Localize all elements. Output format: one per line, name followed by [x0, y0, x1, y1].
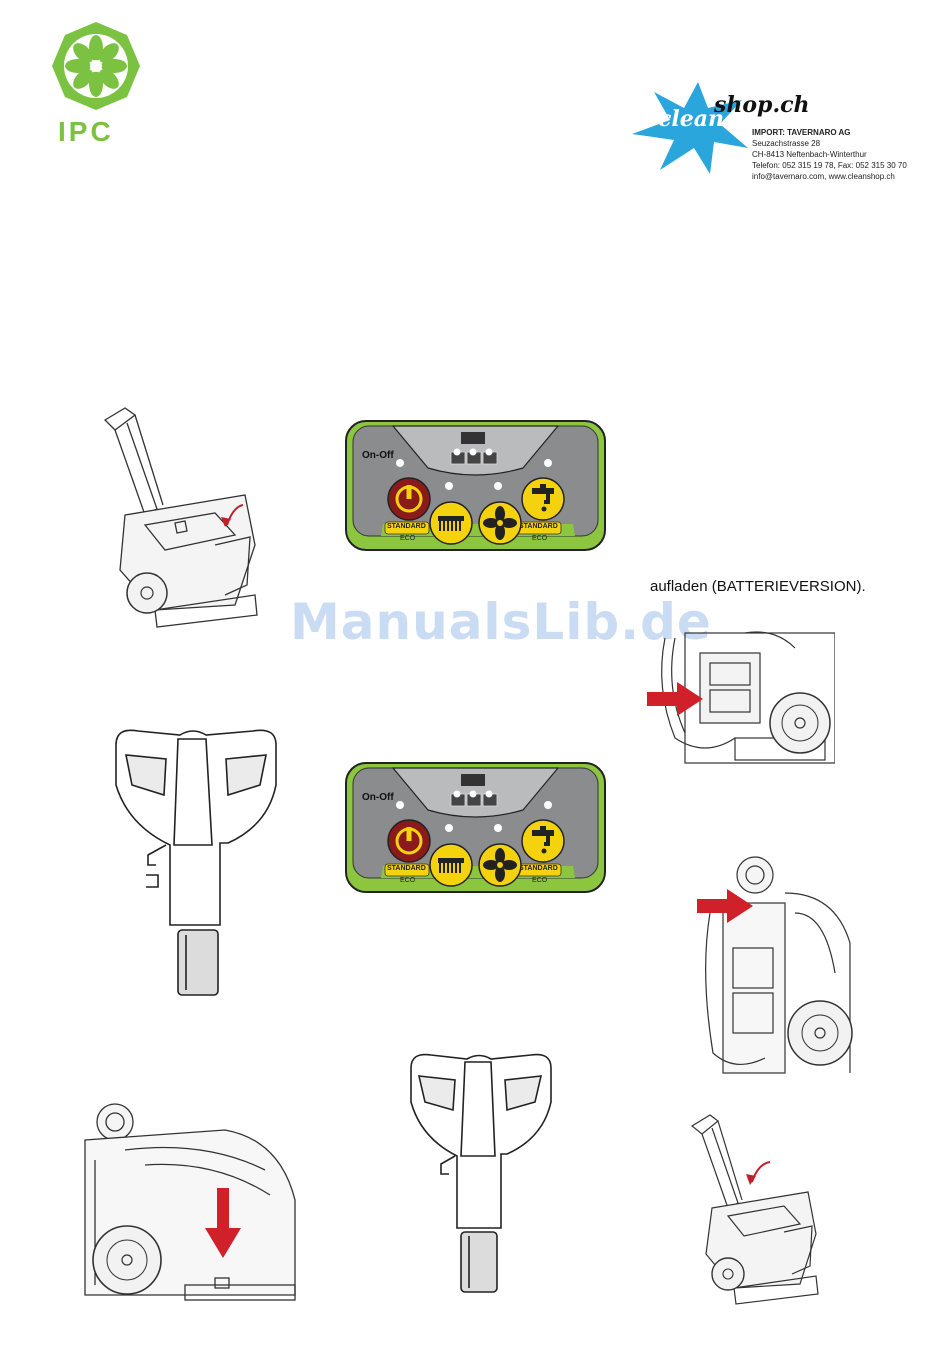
eco-label-right: ECO: [532, 535, 547, 542]
control-panel-bottom: On-Off STANDARD ECO STANDARD ECO: [343, 760, 608, 895]
vacuum-fan-button[interactable]: [477, 500, 523, 546]
brush-button[interactable]: [428, 842, 474, 888]
standard-label-left: STANDARD: [387, 865, 426, 872]
cleanshop-logo: clean shop.ch IMPORT: TAVERNARO AG Seuza…: [630, 78, 910, 188]
cleanshop-brand-shop: shop.ch: [714, 92, 810, 118]
scrubber-machine-illustration: [686, 1112, 826, 1312]
vacuum-fan-button[interactable]: [477, 842, 523, 888]
standard-label-left: STANDARD: [387, 523, 426, 530]
ipc-logo: IPC: [46, 18, 146, 148]
water-tap-button[interactable]: [520, 818, 566, 864]
ipc-logo-text: IPC: [58, 116, 114, 148]
handle-illustration: [405, 1050, 555, 1300]
brush-button[interactable]: [428, 500, 474, 546]
scrubber-machine-illustration: [95, 405, 265, 635]
eco-label-left: ECO: [400, 535, 415, 542]
eco-label-right: ECO: [532, 877, 547, 884]
power-button[interactable]: [386, 818, 432, 864]
handle-illustration: [108, 725, 283, 1005]
cleanshop-company: IMPORT: TAVERNARO AG: [752, 127, 907, 138]
cleanshop-street: Seuzachstrasse 28: [752, 138, 907, 149]
hose-detail-illustration: [695, 853, 855, 1078]
cleanshop-city: CH-8413 Neftenbach-Winterthur: [752, 149, 907, 160]
power-button[interactable]: [386, 476, 432, 522]
cleanshop-phone: Telefon: 052 315 19 78, Fax: 052 315 30 …: [752, 160, 907, 171]
cleanshop-web: info@tavernaro.com, www.cleanshop.ch: [752, 171, 907, 182]
water-tap-button[interactable]: [520, 476, 566, 522]
on-off-label: On-Off: [362, 792, 394, 803]
battery-compartment-illustration: [645, 628, 835, 773]
ipc-flower-icon: [48, 18, 144, 114]
standard-label-right: STANDARD: [519, 865, 558, 872]
on-off-label: On-Off: [362, 450, 394, 461]
eco-label-left: ECO: [400, 877, 415, 884]
control-panel-top: On-Off STANDARD ECO STANDARD ECO: [343, 418, 608, 553]
machine-side-view-illustration: [65, 1100, 305, 1310]
standard-label-right: STANDARD: [519, 523, 558, 530]
